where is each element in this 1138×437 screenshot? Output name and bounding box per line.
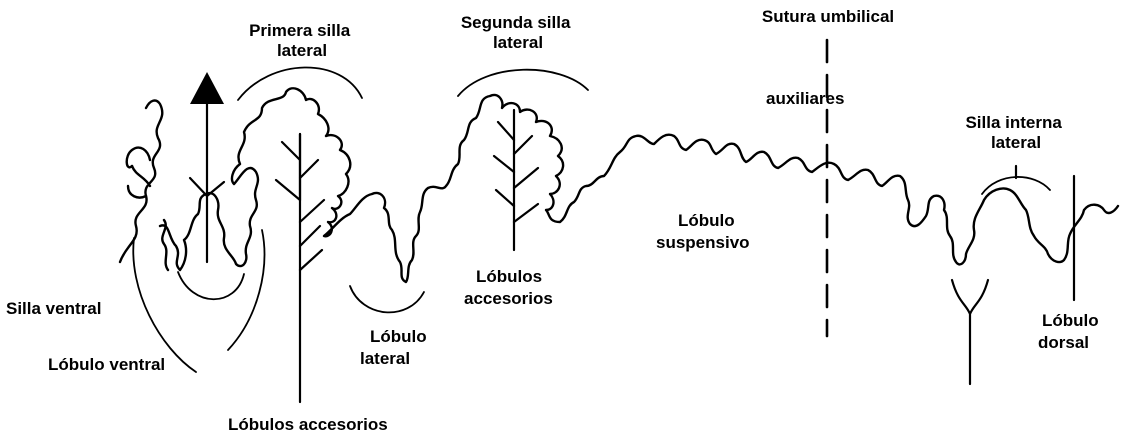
first-saddle-branches	[274, 132, 326, 272]
suture-line	[118, 87, 1120, 284]
fork-symbol	[950, 278, 990, 386]
ventral-inner-arc	[177, 271, 245, 301]
lateral-lobe-arc	[349, 285, 425, 314]
segunda-silla-lateral-label: Segunda silla lateral	[461, 13, 575, 52]
lobulo-dorsal-label: Lóbulo dorsal	[1038, 311, 1103, 352]
ventral-lobe-fringe	[161, 218, 170, 272]
lobulos-accesorios-mid-label: Lóbulos accesorios	[464, 267, 553, 308]
arrow-up-icon	[190, 72, 224, 104]
ventral-outer-arc-left	[132, 237, 197, 373]
ventral-branch-left	[188, 176, 209, 198]
lobulos-accesorios-bottom-label: Lóbulos accesorios	[228, 415, 388, 434]
ventral-saddle-outline	[125, 146, 152, 199]
ventral-outer-arc-right	[227, 229, 266, 351]
second-saddle-arc	[457, 68, 589, 97]
first-saddle-arc	[237, 66, 363, 101]
auxiliares-label: auxiliares	[766, 89, 844, 108]
lobulo-ventral-label: Lóbulo ventral	[48, 355, 165, 374]
lobulo-lateral-label: Lóbulo lateral	[360, 327, 431, 368]
primera-silla-lateral-label: Primera silla lateral	[249, 21, 355, 60]
lobulo-suspensivo-label: Lóbulo suspensivo	[656, 211, 750, 252]
ventral-branch-right	[205, 180, 226, 198]
sutura-umbilical-label: Sutura umbilical	[762, 7, 894, 26]
second-saddle-branches	[492, 120, 540, 224]
silla-interna-lateral-label: Silla interna lateral	[965, 113, 1066, 152]
silla-ventral-label: Silla ventral	[6, 299, 101, 318]
